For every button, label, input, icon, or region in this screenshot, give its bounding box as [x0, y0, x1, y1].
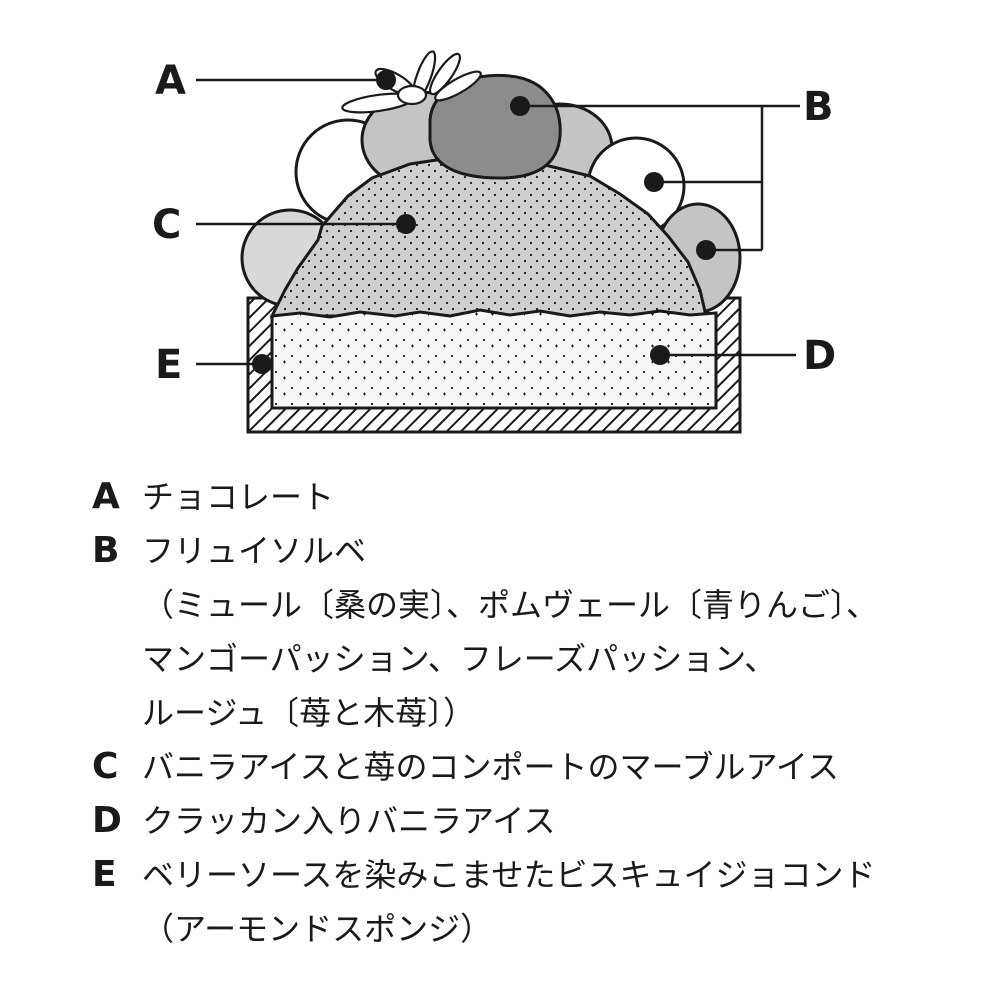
- dot-b-low: [696, 240, 716, 260]
- legend-text-e: ベリーソースを染みこませたビスキュイジョコンド: [142, 856, 876, 894]
- dot-c: [396, 214, 416, 234]
- legend-item-c: C バニラアイスと苺のコンポートのマーブルアイス: [92, 740, 972, 794]
- legend: A チョコレート B フリュイソルベ （ミュール〔桑の実〕、ポムヴェール〔青りん…: [92, 470, 972, 956]
- vanilla-ice-layer: [270, 308, 718, 410]
- dot-b-mid: [644, 172, 664, 192]
- legend-letter-e: E: [92, 854, 117, 895]
- callout-dots: [252, 70, 716, 374]
- legend-letter-d: D: [92, 800, 122, 841]
- legend-item-e: E ベリーソースを染みこませたビスキュイジョコンド （アーモンドスポンジ）: [92, 848, 972, 956]
- legend-text-a: チョコレート: [142, 478, 335, 516]
- dot-d: [650, 345, 670, 365]
- callout-label-d: D: [803, 333, 836, 379]
- dot-b-top: [510, 96, 530, 116]
- legend-text-b-line4: ルージュ〔苺と木苺〕）: [142, 694, 476, 732]
- legend-letter-c: C: [92, 746, 119, 787]
- dot-a: [376, 70, 396, 90]
- leader-lines: [196, 78, 800, 366]
- callout-label-c: C: [152, 202, 181, 248]
- legend-text-b-line3: マンゴーパッション、フレーズパッション、: [142, 640, 777, 678]
- legend-text-e-line2: （アーモンドスポンジ）: [142, 910, 493, 948]
- legend-text-d: クラッカン入りバニラアイス: [142, 802, 556, 840]
- callout-label-b: B: [803, 84, 834, 130]
- legend-letter-a: A: [92, 476, 120, 517]
- legend-text-c: バニラアイスと苺のコンポートのマーブルアイス: [142, 748, 839, 786]
- legend-text-b-line2: （ミュール〔桑の実〕、ポムヴェール〔青りんご〕、: [142, 586, 879, 624]
- legend-item-b: B フリュイソルベ （ミュール〔桑の実〕、ポムヴェール〔青りんご〕、 マンゴーパ…: [92, 524, 972, 740]
- callout-label-a: A: [155, 58, 186, 104]
- legend-text-b: フリュイソルベ: [142, 532, 367, 570]
- legend-item-d: D クラッカン入りバニラアイス: [92, 794, 972, 848]
- dot-e: [252, 354, 272, 374]
- legend-letter-b: B: [92, 530, 120, 571]
- legend-item-a: A チョコレート: [92, 470, 972, 524]
- callout-label-e: E: [155, 342, 182, 388]
- dessert-cross-section-diagram: A B C D E: [152, 50, 836, 434]
